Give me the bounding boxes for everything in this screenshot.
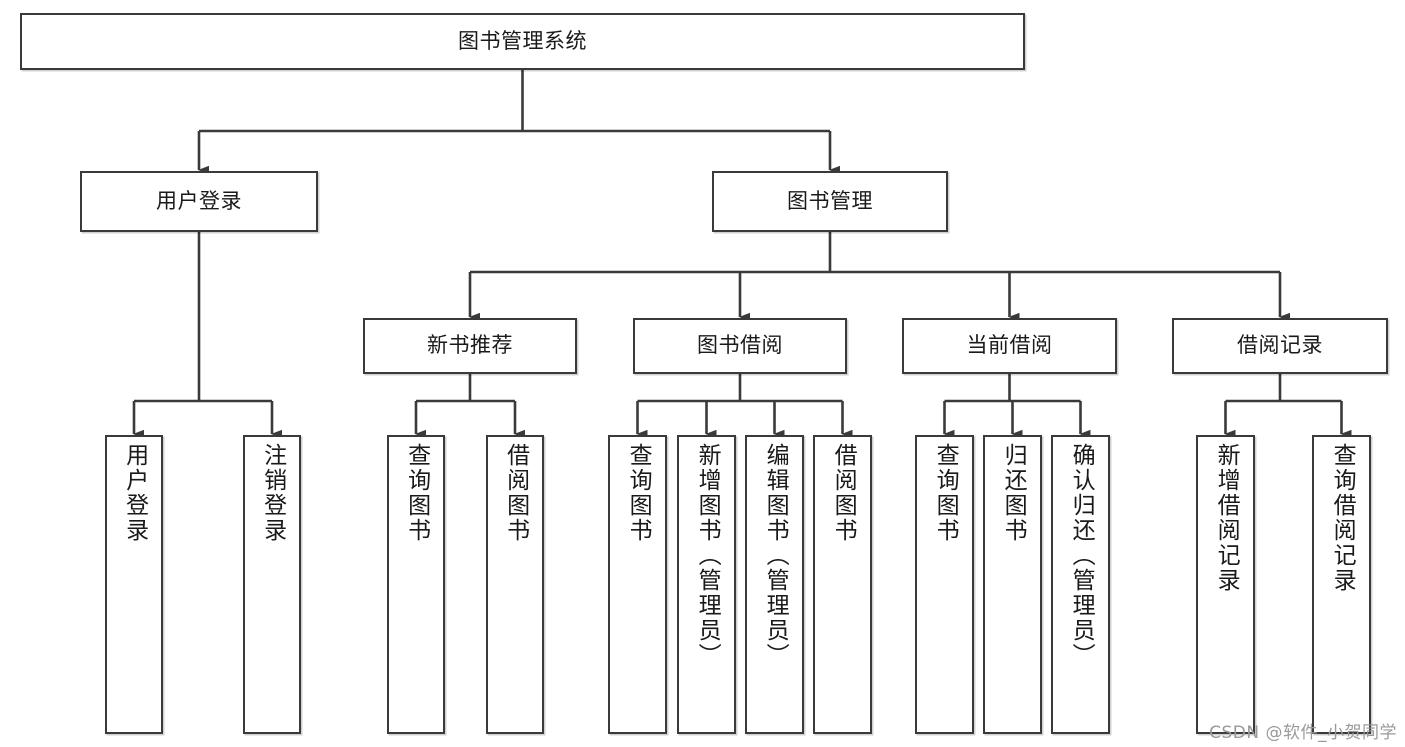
node-leaf-add-book[interactable]: 新增图书（管理员） <box>677 435 736 734</box>
node-label: 编辑图书（管理员） <box>762 443 789 668</box>
node-new-book-rec[interactable]: 新书推荐 <box>363 318 577 374</box>
node-label: 图书借阅 <box>697 333 783 358</box>
node-leaf-return-book[interactable]: 归还图书 <box>983 435 1042 734</box>
node-label: 新增借阅记录 <box>1213 443 1240 593</box>
node-label: 归还图书 <box>1000 443 1027 543</box>
node-label: 新书推荐 <box>427 333 513 358</box>
node-label: 确认归还（管理员） <box>1068 443 1095 668</box>
node-leaf-query-book-cur[interactable]: 查询图书 <box>915 435 974 734</box>
node-leaf-borrow-book-rec[interactable]: 借阅图书 <box>486 435 544 734</box>
node-label: 图书管理系统 <box>458 28 587 53</box>
node-root[interactable]: 图书管理系统 <box>20 13 1025 70</box>
node-label: 查询图书 <box>403 443 430 543</box>
node-leaf-query-book-borrow[interactable]: 查询图书 <box>608 435 667 734</box>
node-leaf-confirm-return[interactable]: 确认归还（管理员） <box>1051 435 1110 734</box>
node-leaf-user-logout[interactable]: 注销登录 <box>243 435 301 734</box>
node-leaf-edit-book[interactable]: 编辑图书（管理员） <box>745 435 804 734</box>
node-label: 查询借阅记录 <box>1329 443 1356 593</box>
node-borrow-record[interactable]: 借阅记录 <box>1172 318 1388 374</box>
node-label: 借阅图书 <box>502 443 529 543</box>
node-label: 用户登录 <box>121 443 148 543</box>
node-user-login[interactable]: 用户登录 <box>80 171 318 232</box>
node-label: 当前借阅 <box>966 333 1053 358</box>
node-leaf-add-record[interactable]: 新增借阅记录 <box>1196 435 1255 734</box>
node-label: 图书管理 <box>787 188 873 213</box>
node-leaf-query-record[interactable]: 查询借阅记录 <box>1312 435 1371 734</box>
node-label: 借阅图书 <box>830 443 857 543</box>
node-leaf-borrow-book[interactable]: 借阅图书 <box>813 435 872 734</box>
node-leaf-user-login[interactable]: 用户登录 <box>105 435 163 734</box>
node-label: 注销登录 <box>259 443 286 543</box>
node-label: 查询图书 <box>625 443 652 543</box>
node-book-borrow[interactable]: 图书借阅 <box>633 318 847 374</box>
node-label: 新增图书（管理员） <box>694 443 721 668</box>
watermark-text: CSDN @软件_小贺同学 <box>1209 723 1397 743</box>
node-current-borrow[interactable]: 当前借阅 <box>902 318 1117 374</box>
node-label: 查询图书 <box>932 443 959 543</box>
node-label: 借阅记录 <box>1237 333 1323 358</box>
node-book-manage[interactable]: 图书管理 <box>712 171 948 232</box>
node-leaf-query-book-rec[interactable]: 查询图书 <box>387 435 445 734</box>
node-label: 用户登录 <box>156 188 242 213</box>
